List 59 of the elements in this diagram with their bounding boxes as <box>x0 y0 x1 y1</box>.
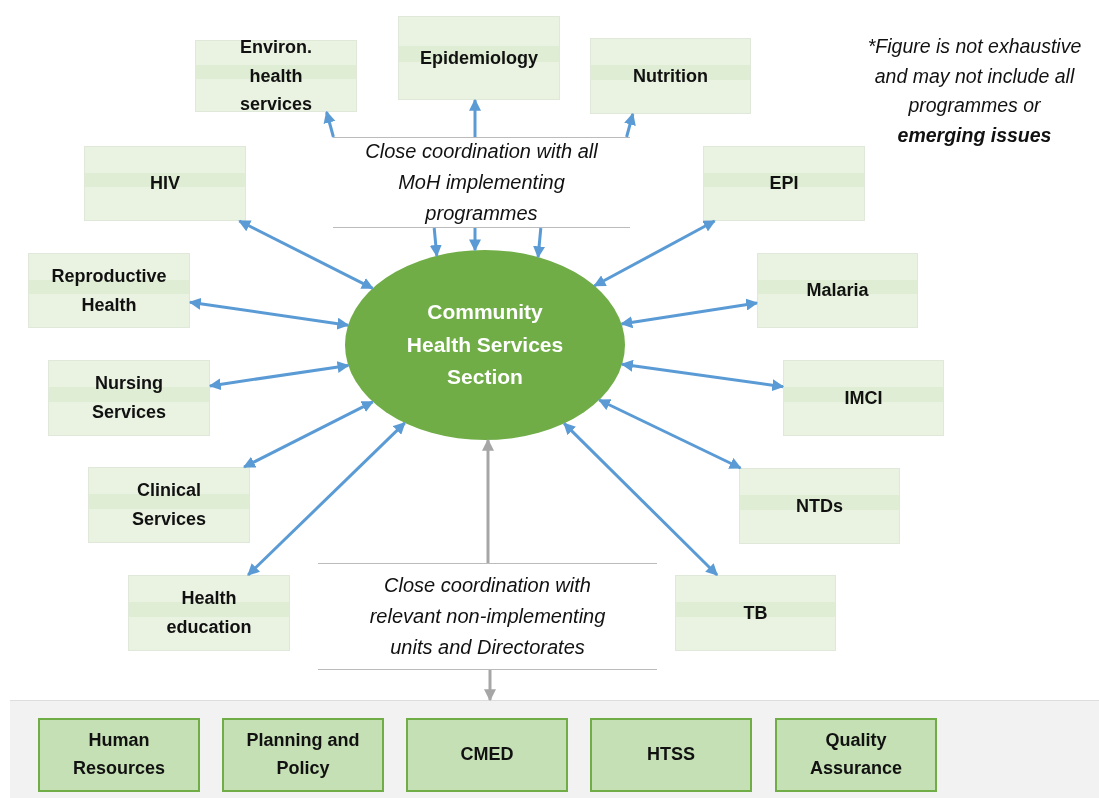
unit-box <box>406 718 568 792</box>
box-label: Nursing Services <box>90 372 168 424</box>
unit-box <box>38 718 200 792</box>
box-label: Human Resources <box>71 729 167 780</box>
box-label: Malaria <box>806 279 869 303</box>
program-box <box>590 38 751 114</box>
arrow <box>188 297 350 330</box>
arrow <box>620 298 759 329</box>
disclaimer-note: *Figure is not exhaustive and may not include all programmes or emerging issues <box>866 34 1083 148</box>
program-box <box>88 467 250 543</box>
box-label: Environ. health services <box>238 35 314 117</box>
box-label: Quality Assurance <box>808 729 904 780</box>
program-box <box>757 253 918 328</box>
arrow <box>593 219 716 288</box>
arrow <box>469 98 481 137</box>
arrow <box>620 359 785 392</box>
program-box <box>84 146 246 221</box>
unit-box <box>222 718 384 792</box>
arrow <box>323 110 336 138</box>
box-label: TB <box>743 601 768 625</box>
unit-box <box>590 718 752 792</box>
unit-panel <box>10 700 1099 798</box>
box-label: Planning and Policy <box>245 729 361 780</box>
unit-box <box>775 718 937 792</box>
box-label: HIV <box>150 172 180 196</box>
arrow <box>238 219 374 290</box>
box-label: Epidemiology <box>420 46 538 70</box>
arrow <box>429 227 442 257</box>
box-label: Clinical Services <box>130 479 208 531</box>
arrow <box>598 398 742 470</box>
box-label: Reproductive Health <box>51 264 167 317</box>
box-label: HTSS <box>647 743 695 767</box>
box-label: Health education <box>165 587 253 639</box>
program-box <box>28 253 190 328</box>
arrow <box>247 421 406 577</box>
program-box <box>703 146 865 221</box>
arrow <box>484 670 496 702</box>
box-label: EPI <box>769 172 799 196</box>
program-box <box>48 360 210 436</box>
note-text: Close coordination with relevant non-implementing units and Directorates <box>368 573 607 660</box>
program-box <box>195 40 357 112</box>
arrow <box>243 400 374 469</box>
arrow <box>624 112 636 138</box>
program-box <box>739 468 900 544</box>
arrow <box>563 422 719 577</box>
arrow <box>533 227 546 259</box>
box-label: Community Health Services Section <box>405 299 565 391</box>
box-label: IMCI <box>844 386 883 410</box>
box-label: Nutrition <box>633 64 708 88</box>
arrow <box>208 361 350 391</box>
program-box <box>128 575 290 651</box>
arrow <box>482 438 494 563</box>
program-box <box>675 575 836 651</box>
box-label: CMED <box>460 743 514 767</box>
note-text: Close coordination with all MoH implementing programmes <box>365 139 598 226</box>
program-box <box>783 360 944 436</box>
box-label: NTDs <box>796 494 843 518</box>
arrow <box>469 228 481 252</box>
program-box <box>398 16 560 100</box>
